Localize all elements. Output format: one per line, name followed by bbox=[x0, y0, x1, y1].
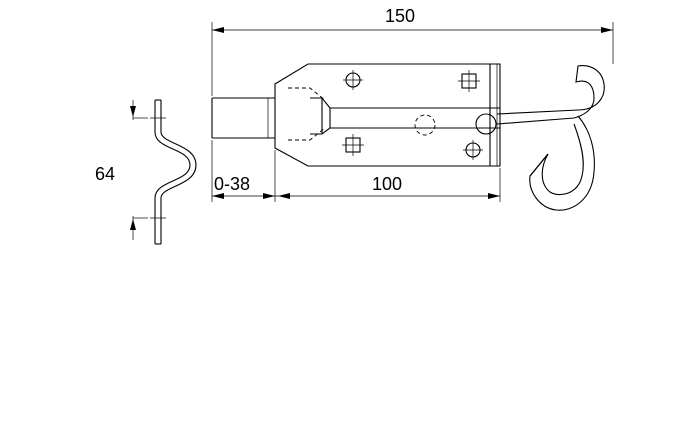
body-length-label: 100 bbox=[372, 174, 402, 194]
bolt-rod bbox=[211, 97, 275, 139]
dimension-keeper-height: 64 bbox=[95, 100, 148, 240]
keeper-staple bbox=[150, 99, 197, 245]
hook-handle bbox=[496, 65, 605, 211]
dimension-overall-length: 150 bbox=[211, 6, 614, 96]
keeper-height-label: 64 bbox=[95, 164, 115, 184]
dimension-body-length: 100 bbox=[275, 168, 501, 202]
dimension-bolt-travel: 0-38 bbox=[211, 140, 276, 202]
bolt-travel-label: 0-38 bbox=[214, 174, 250, 194]
overall-length-label: 150 bbox=[385, 6, 415, 26]
bolt-housing bbox=[274, 63, 501, 167]
